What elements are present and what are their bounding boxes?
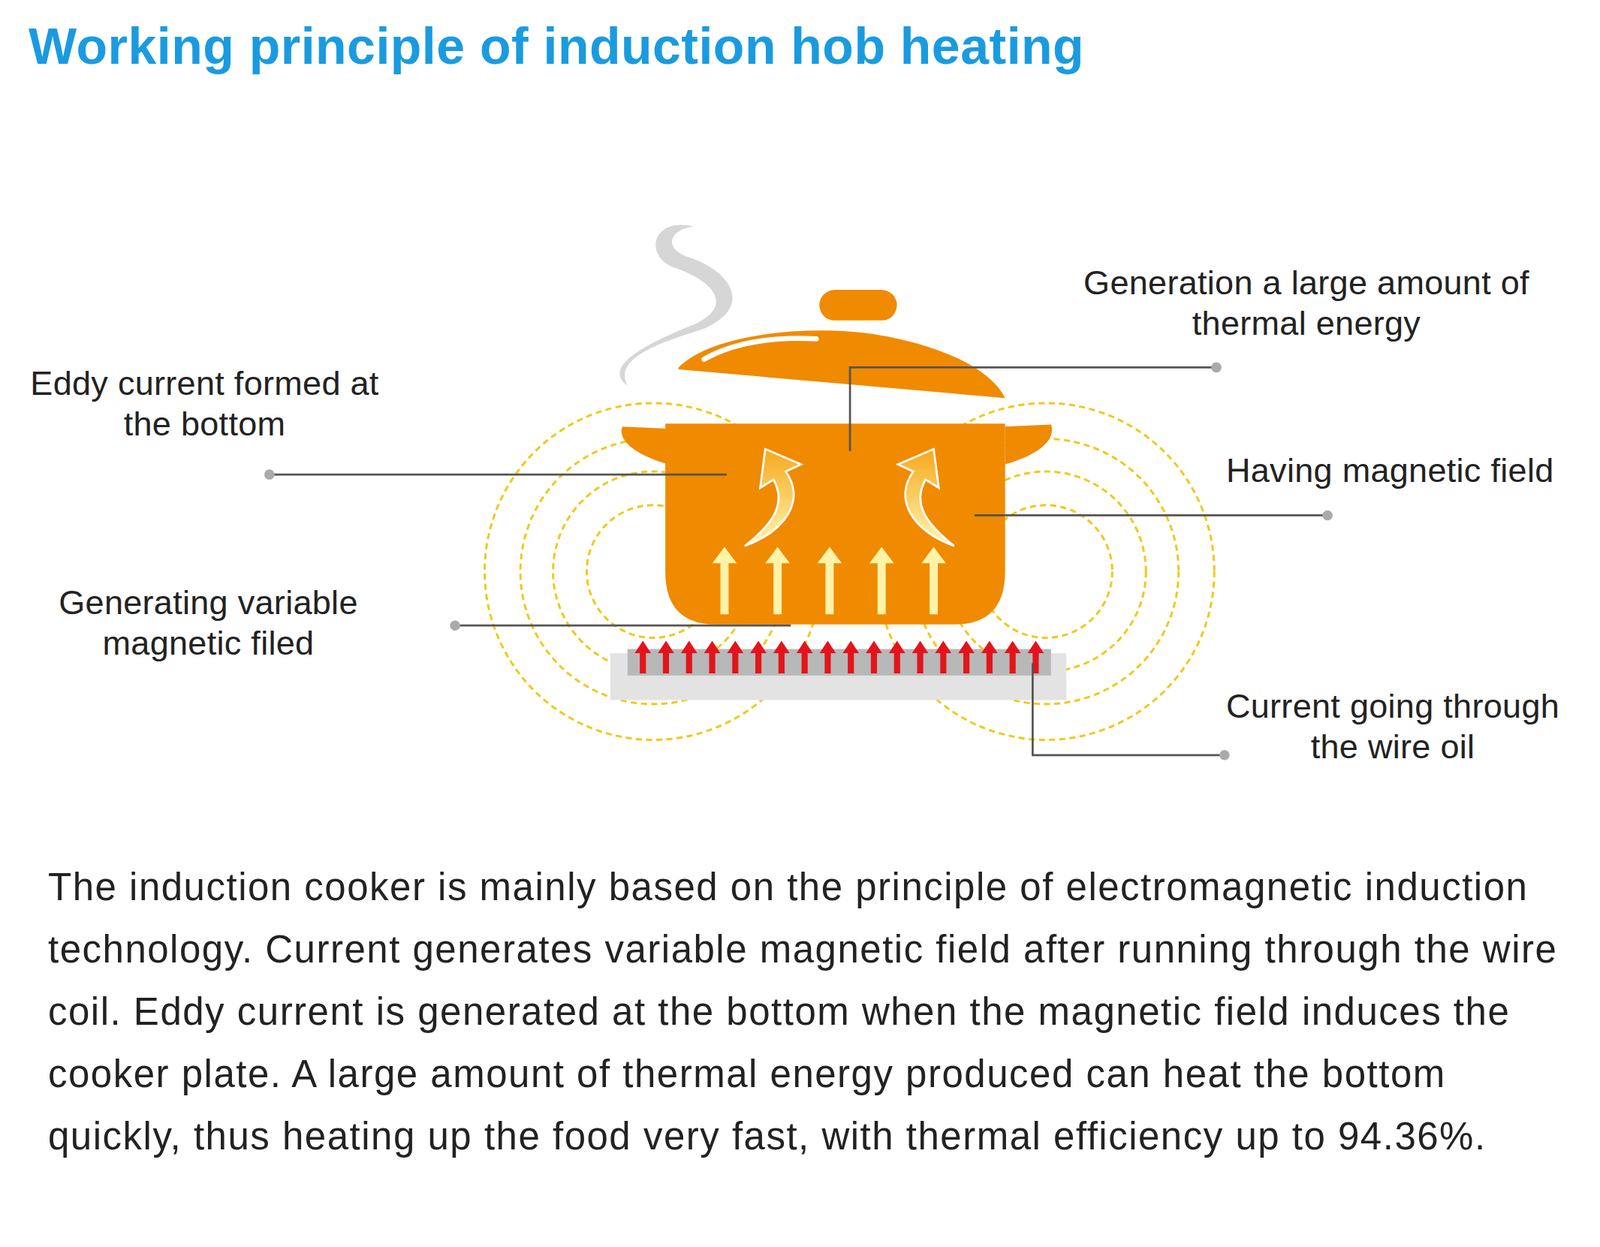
field-arrow (958, 641, 975, 674)
field-arrow (888, 641, 906, 674)
field-arrow (1004, 641, 1022, 674)
field-arrow (726, 641, 744, 674)
diagram-title: Working principle of induction hob heati… (28, 16, 1085, 76)
field-arrow (912, 641, 929, 674)
pot-handle (621, 426, 669, 465)
magnetic-field-lines (485, 403, 1215, 740)
field-arrow (634, 641, 651, 674)
callout-label: Eddy current formed at the bottom (22, 363, 387, 445)
field-arrow (934, 641, 952, 674)
field-arrow (819, 641, 837, 674)
field-arrow (842, 641, 859, 674)
lid-knob (819, 289, 897, 321)
leader-dots (264, 362, 1333, 761)
field-arrow (981, 641, 998, 674)
field-arrow (865, 641, 883, 674)
eddy-arrow (744, 448, 802, 546)
field-arrow (1027, 641, 1045, 674)
eddy-arrow (897, 448, 955, 546)
pot-body (665, 423, 1006, 625)
callout-label: Generating variable magnetic filed (26, 582, 391, 664)
field-arrow (704, 641, 721, 674)
callout-label: Current going through the wire oil (1205, 686, 1581, 768)
caption-paragraph: The induction cooker is mainly based on … (48, 855, 1588, 1168)
callout-label: Having magnetic field (1226, 450, 1555, 492)
field-arrow (657, 641, 675, 674)
callout-label: Generation a large amount of thermal ene… (1066, 262, 1547, 344)
pot-handle (1005, 424, 1052, 465)
field-arrow (773, 641, 790, 674)
heat-arrows (712, 547, 947, 615)
field-arrow (750, 641, 767, 674)
field-arrow (796, 641, 814, 674)
pot-lid (678, 330, 1006, 398)
field-arrow (680, 641, 698, 674)
leader-lines (269, 367, 1328, 755)
field-arrows (634, 641, 1044, 674)
